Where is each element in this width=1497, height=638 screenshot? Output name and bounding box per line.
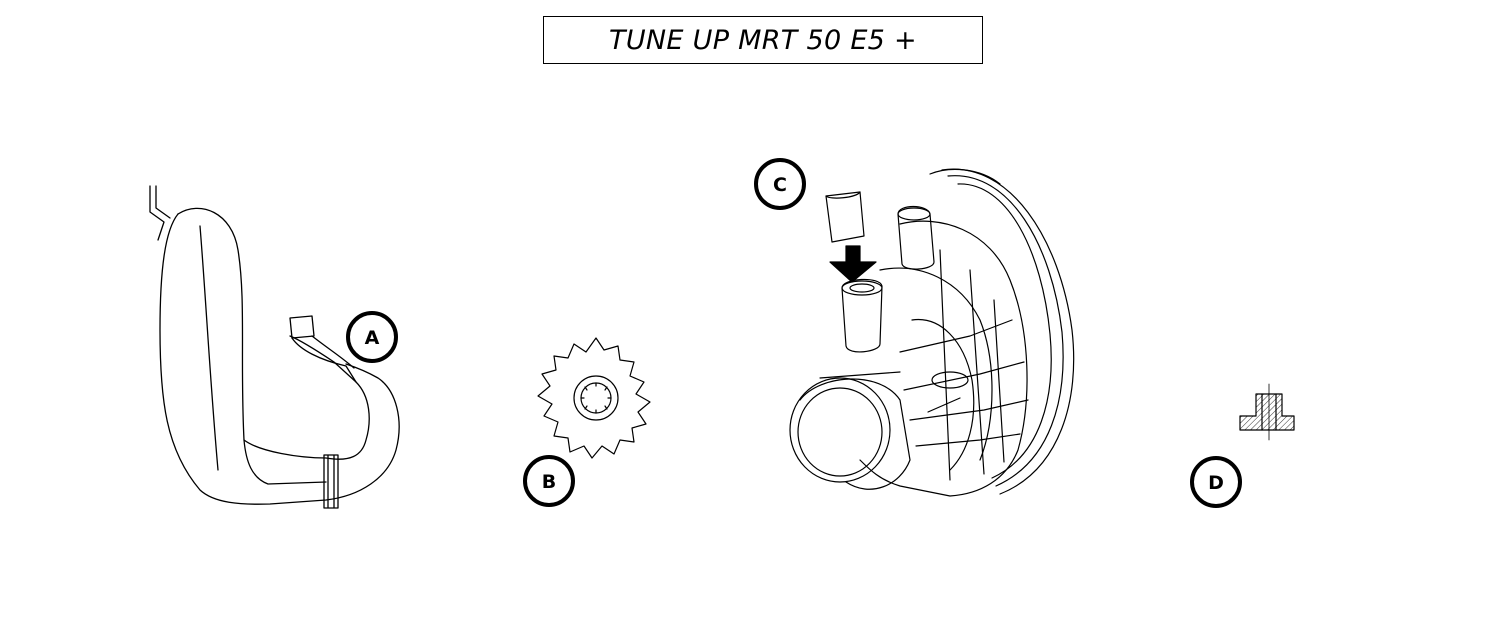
bushing-section-icon bbox=[1239, 383, 1295, 441]
callout-a bbox=[346, 311, 398, 363]
diagram-title: TUNE UP MRT 50 E5 + bbox=[543, 16, 983, 64]
callout-c-label: C bbox=[773, 174, 787, 196]
callout-d bbox=[1190, 456, 1242, 508]
exhaust-pipe-icon bbox=[149, 185, 400, 509]
callout-b-label: B bbox=[542, 471, 556, 493]
callout-c bbox=[754, 158, 806, 210]
callout-b bbox=[523, 455, 575, 507]
callout-a-label: A bbox=[365, 327, 380, 349]
air-filter-box-icon bbox=[789, 168, 1075, 497]
sprocket-icon bbox=[537, 337, 651, 459]
callout-d-label: D bbox=[1208, 472, 1224, 494]
